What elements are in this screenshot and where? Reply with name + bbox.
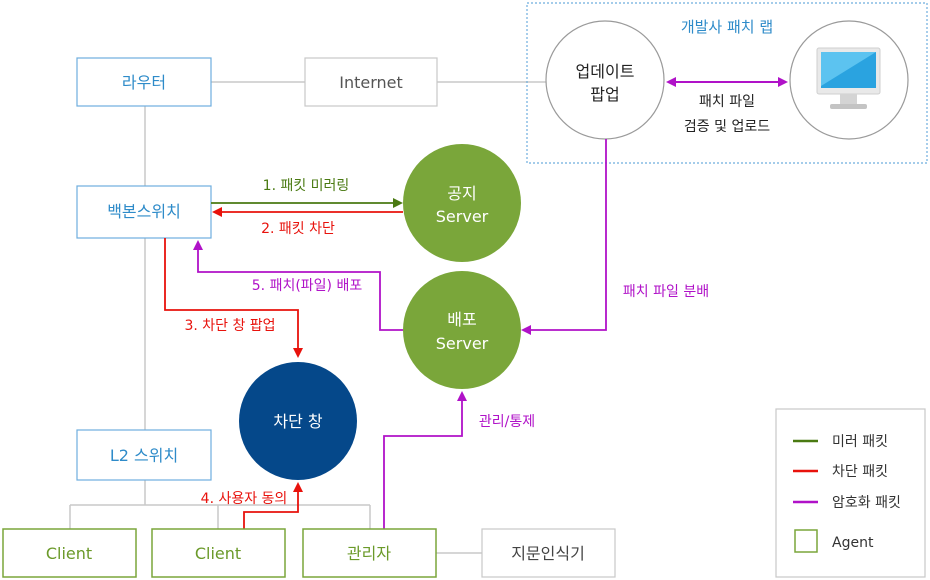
manage-arrow [383, 391, 467, 529]
router-node[interactable] [76, 57, 212, 107]
legend: 미러 패킷 차단 패킷 암호화 패킷 Agent [775, 408, 926, 578]
router-label: 라우터 [122, 73, 166, 92]
dev-lab-region [526, 2, 928, 164]
update-popup-node[interactable] [545, 20, 665, 140]
deploy-server-label-line2: Server [436, 334, 489, 353]
deploy-server-node[interactable] [403, 271, 521, 389]
backbone-switch-node[interactable] [76, 185, 212, 239]
update-popup-label-line2: 팝업 [590, 85, 619, 104]
l2-switch-node[interactable] [76, 429, 212, 481]
block-window-label: 차단 창 [273, 412, 323, 431]
backbone-switch-label: 백본스위치 [107, 202, 181, 221]
notice-server-node[interactable] [403, 144, 521, 262]
client-2-label: Client [195, 544, 241, 563]
admin-label: 관리자 [347, 544, 391, 563]
distribute-arrow [521, 139, 607, 335]
notice-server-label-line2: Server [436, 207, 489, 226]
verify-label-line2: 검증 및 업로드 [684, 119, 770, 135]
mirror-label: 1. 패킷 미러링 [263, 178, 350, 194]
block-label: 2. 패킷 차단 [261, 221, 335, 237]
admin-node[interactable] [302, 528, 437, 578]
internet-label: Internet [339, 73, 403, 92]
block-window-node[interactable] [239, 362, 357, 480]
fingerprint-label: 지문인식기 [511, 544, 585, 563]
consent-arrow [243, 482, 303, 529]
consent-label: 4. 사용자 동의 [201, 491, 288, 507]
popup-label: 3. 차단 창 팝업 [184, 318, 275, 334]
legend-mirror-label: 미러 패킷 [832, 434, 888, 450]
notice-server-label-line1: 공지 [447, 184, 476, 203]
deploy-arrow [193, 240, 403, 331]
legend-agent-label: Agent [832, 535, 874, 551]
verify-label-line1: 패치 파일 [699, 94, 755, 110]
deploy-label: 5. 패치(파일) 배포 [252, 278, 363, 294]
client-1-node[interactable] [2, 528, 137, 578]
deploy-server-label-line1: 배포 [447, 310, 476, 329]
client-2-node[interactable] [151, 528, 286, 578]
distribute-label: 패치 파일 분배 [623, 284, 709, 300]
l2-switch-label: L2 스위치 [110, 446, 178, 465]
client-1-label: Client [46, 544, 92, 563]
fingerprint-node[interactable] [481, 528, 616, 578]
monitor-icon [816, 47, 881, 109]
popup-arrow [164, 238, 303, 358]
dev-lab-title: 개발사 패치 랩 [681, 18, 773, 36]
manage-label: 관리/통제 [479, 414, 535, 430]
legend-block-label: 차단 패킷 [832, 464, 888, 480]
update-popup-label-line1: 업데이트 [576, 62, 635, 81]
internet-node[interactable] [304, 57, 438, 107]
legend-encrypt-label: 암호화 패킷 [832, 495, 901, 511]
gray-connections [69, 81, 548, 554]
legend-agent-swatch [794, 529, 818, 553]
